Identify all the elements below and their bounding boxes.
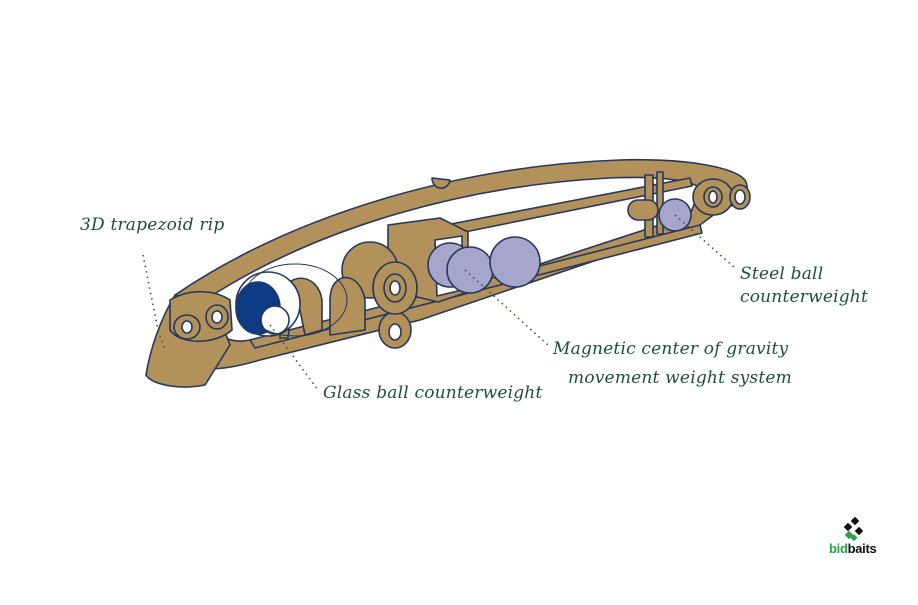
label-magnetic-line2: movement weight system [568, 368, 792, 388]
logo-bid: bid [829, 541, 848, 556]
label-glass-ball: Glass ball counterweight [323, 383, 543, 403]
leader-steel [674, 214, 736, 269]
bidbaits-logo-icon [843, 516, 864, 542]
rear-post [656, 171, 664, 235]
line-tie-knob [431, 177, 451, 189]
logo-baits: baits [847, 541, 877, 556]
magnet-ball [446, 246, 494, 294]
label-steel-line1: Steel ball [740, 264, 824, 284]
label-trapezoid-rip: 3D trapezoid rip [80, 215, 225, 235]
label-steel-line2: counterweight [740, 287, 868, 307]
leader-glass [269, 324, 319, 391]
leader-magnetic [464, 269, 549, 346]
bidbaits-logo: bidbaits [829, 541, 877, 556]
label-magnetic-line1: Magnetic center of gravity [553, 339, 789, 359]
magnet-ball [489, 236, 541, 288]
